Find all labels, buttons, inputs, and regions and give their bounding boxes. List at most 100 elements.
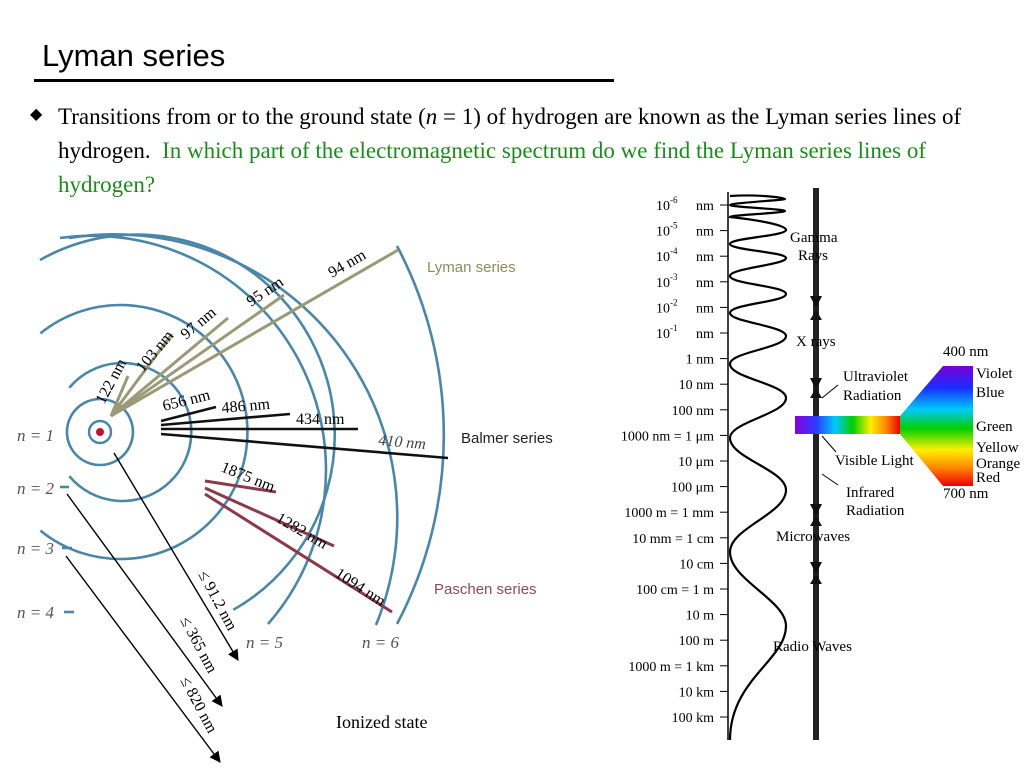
lyman-line xyxy=(110,316,229,418)
scale-label: 1000 nm = 1 μm xyxy=(621,429,714,444)
scale-label: 10 nm xyxy=(679,378,715,393)
balmer-line xyxy=(160,432,449,460)
lyman-lines xyxy=(109,248,399,418)
lyman-line-label: 94 nm xyxy=(326,246,370,281)
lyman-line xyxy=(110,248,399,418)
atom-diagram: n = 1 n = 2 n = 3 n = 4 n = 5 n = 6 Lyma… xyxy=(17,233,553,763)
level-label-n1: n = 1 xyxy=(17,426,54,445)
band-label-infrared: Infrared xyxy=(846,485,895,501)
band-label-ultraviolet: Ultraviolet xyxy=(843,369,909,385)
color-label-green: Green xyxy=(976,419,1013,435)
band-label-ir-radiation: Radiation xyxy=(846,503,905,519)
ring-n2 xyxy=(68,361,193,503)
paschen-line xyxy=(204,492,393,614)
paschen-line-label: 1094 nm xyxy=(332,565,389,610)
lyman-line-label: 103 nm xyxy=(133,327,178,375)
band-label-microwaves: Microwaves xyxy=(776,529,850,545)
lyman-series-label: Lyman series xyxy=(427,259,516,276)
visible-top-label: 400 nm xyxy=(943,344,989,360)
balmer-line-label: 434 nm xyxy=(296,411,345,428)
visible-band xyxy=(795,416,900,434)
bullet-text-after: = 1) of hydrogen are known as the Lyman … xyxy=(58,104,962,163)
color-label-blue: Blue xyxy=(976,385,1005,401)
band-label-gamma: Gamma xyxy=(790,230,838,246)
ring-n1 xyxy=(65,397,135,467)
scale-label: 10 mm = 1 cm xyxy=(632,532,714,547)
scale-label: 100 nm xyxy=(672,404,715,419)
color-label-yellow: Yellow xyxy=(976,440,1019,456)
scale-label: 10 μm xyxy=(678,455,714,470)
scale-label: 100 m xyxy=(679,634,715,649)
paschen-line xyxy=(204,479,277,494)
spectrum-bar xyxy=(813,188,819,740)
ionization-arrows xyxy=(65,452,239,763)
balmer-series-label: Balmer series xyxy=(461,430,553,447)
bullet-question: In which part of the electromagnetic spe… xyxy=(58,138,926,197)
lyman-line xyxy=(110,293,285,418)
band-label-radio: Radio Waves xyxy=(773,639,852,655)
ionization-arrow xyxy=(113,452,239,661)
color-label-red: Red xyxy=(976,470,1001,486)
scale-label: 10 cm xyxy=(679,557,714,572)
visible-bottom-label: 700 nm xyxy=(943,486,989,502)
color-label-orange: Orange xyxy=(976,456,1020,472)
ionization-label: ≤ 91.2 nm xyxy=(194,568,240,634)
band-label-visible: Visible Light xyxy=(835,453,915,469)
bullet-text: Transitions from or to the ground state … xyxy=(58,100,1008,202)
scale-label: 10 km xyxy=(679,685,715,700)
paschen-line-label: 1875 nm xyxy=(219,459,278,496)
bullet-n-variable: n xyxy=(425,104,438,129)
scale-label: 1000 m = 1 mm xyxy=(624,506,714,521)
title-underline xyxy=(34,79,614,82)
band-arrows xyxy=(810,296,822,584)
level-label-n3: n = 3 xyxy=(17,539,54,558)
wave-curve xyxy=(728,194,788,741)
slide-title: Lyman series xyxy=(42,38,226,73)
ring-outer xyxy=(395,245,446,625)
balmer-line-label: 410 nm xyxy=(378,432,427,453)
ionization-label: ≤ 820 nm xyxy=(176,674,220,737)
ionized-state-label: Ionized state xyxy=(336,712,427,732)
color-label-violet: Violet xyxy=(976,366,1013,382)
bullet-text-before: Transitions from or to the ground state … xyxy=(58,104,426,129)
scale-label: 1000 m = 1 km xyxy=(628,660,714,675)
ionization-arrow xyxy=(65,555,221,763)
ionization-arrow xyxy=(66,493,223,707)
scale-label: 10 m xyxy=(686,609,715,624)
balmer-line-label: 486 nm xyxy=(221,396,271,417)
bullet-diamond-icon: ◆ xyxy=(30,106,43,123)
visible-expansion xyxy=(900,366,943,486)
balmer-line xyxy=(160,405,217,423)
level-label-n6: n = 6 xyxy=(362,633,399,652)
ring-n6 xyxy=(68,233,399,626)
level-label-n2: n = 2 xyxy=(17,479,54,498)
scale-ticks xyxy=(720,204,728,718)
band-label-uv-radiation: Radiation xyxy=(843,388,902,404)
balmer-line xyxy=(160,412,291,427)
nucleus-core xyxy=(96,428,104,436)
band-leaders xyxy=(821,384,839,486)
ring-n5 xyxy=(59,234,328,625)
scale-label: 100 km xyxy=(672,711,715,726)
visible-spectrum-bar xyxy=(943,366,973,486)
band-label-xrays: X rays xyxy=(796,334,836,350)
level-label-n4: n = 4 xyxy=(17,603,54,622)
band-label-rays: Rays xyxy=(798,248,828,264)
ring-n3 xyxy=(39,303,249,561)
balmer-lines xyxy=(160,405,449,460)
paschen-line xyxy=(204,486,335,548)
energy-rings xyxy=(39,233,446,626)
ionization-label: ≤ 365 nm xyxy=(176,614,220,677)
lyman-line xyxy=(109,333,174,417)
scale-label: 100 μm xyxy=(671,481,714,496)
scale-label: 100 cm = 1 m xyxy=(636,583,714,598)
paschen-series-label: Paschen series xyxy=(434,581,537,598)
